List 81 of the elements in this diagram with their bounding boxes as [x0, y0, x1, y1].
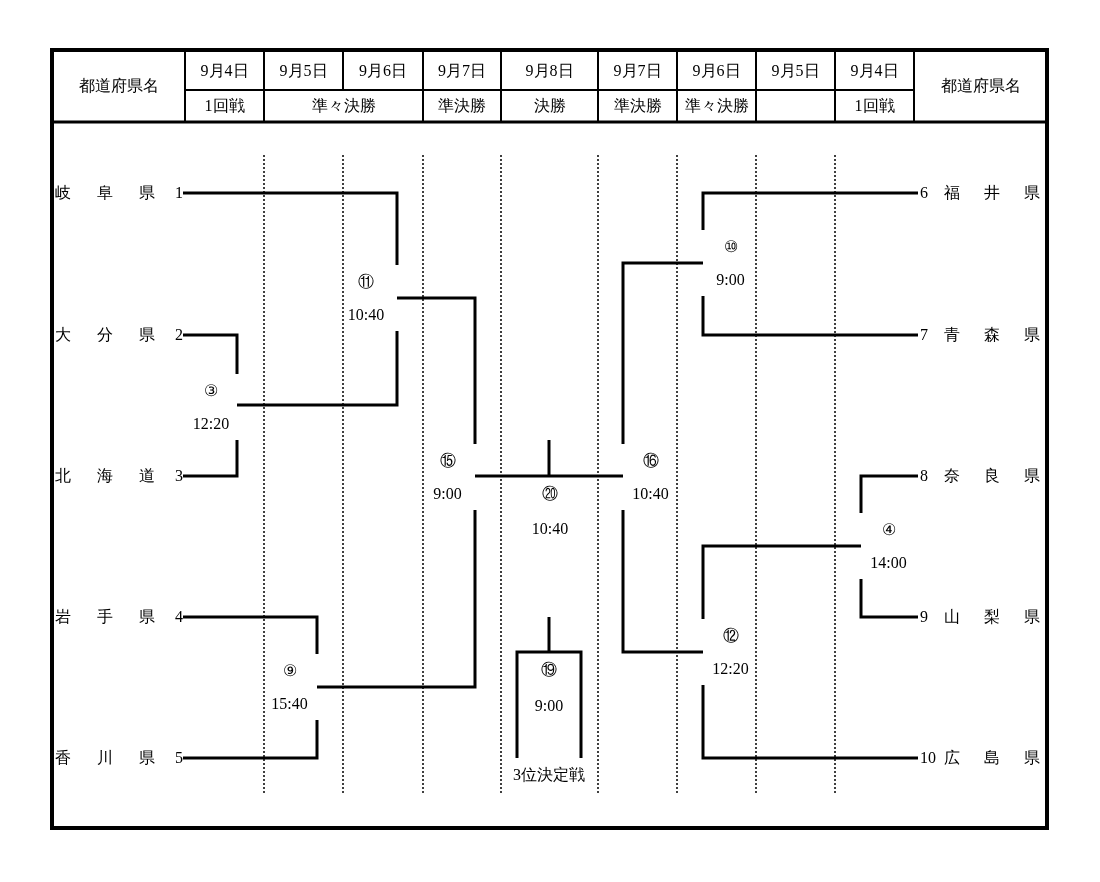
round-header: 準々決勝	[684, 95, 749, 116]
bracket-line	[859, 474, 918, 513]
bracket-line	[701, 296, 918, 337]
prefecture-name: 岩手県	[55, 606, 155, 627]
seed-number: 7	[920, 326, 929, 344]
seed-number: 9	[920, 608, 929, 626]
date-header: 9月8日	[525, 60, 574, 81]
seed-number: 6	[920, 184, 929, 202]
bracket-line	[237, 331, 399, 407]
date-header: 9月7日	[438, 60, 486, 81]
date-header: 9月6日	[359, 60, 407, 81]
bracket-line	[621, 261, 703, 444]
date-header: 9月4日	[850, 60, 899, 81]
round-header: 準決勝	[438, 95, 486, 116]
prefecture-name: 青森県	[944, 324, 1040, 345]
bracket-line	[475, 474, 551, 478]
match-number: ⑫	[722, 626, 739, 645]
date-header: 9月4日	[200, 60, 249, 81]
match-number: ⑩	[723, 237, 738, 256]
match-number: ⑨	[282, 661, 297, 680]
bracket-line	[547, 617, 551, 652]
bracket-line	[549, 650, 583, 758]
column-header: 都道府県名	[940, 75, 1021, 96]
bracket-line	[547, 474, 623, 478]
match-number: ⑯	[642, 451, 659, 470]
seed-number: 10	[920, 749, 937, 767]
bracket-line	[701, 685, 918, 760]
match-time: 10:40	[531, 519, 569, 538]
round-header: 準々決勝	[311, 95, 376, 116]
match-number: ⑳	[542, 484, 558, 503]
match-time: 12:20	[712, 659, 749, 678]
round-header: 準決勝	[613, 95, 662, 116]
match-number: ⑮	[439, 451, 456, 470]
prefecture-name: 福井県	[944, 182, 1040, 203]
seed-number: 5	[174, 749, 183, 767]
prefecture-name: 北海道	[55, 465, 155, 486]
bracket-line	[183, 191, 399, 265]
match-caption: 3位決定戦	[513, 766, 585, 784]
bracket-line	[701, 191, 918, 230]
bracket-line	[621, 510, 703, 654]
bracket-line	[397, 296, 477, 444]
prefecture-name: 広島県	[944, 747, 1040, 768]
seed-number: 4	[174, 608, 183, 626]
match-time: 10:40	[632, 484, 669, 503]
prefecture-name: 大分県	[55, 324, 155, 345]
bracket-line	[183, 720, 319, 760]
match-time: 14:00	[870, 553, 907, 572]
round-header: 決勝	[533, 95, 566, 116]
bracket-line	[317, 510, 477, 689]
bracket-line	[515, 650, 549, 758]
date-header: 9月5日	[771, 60, 820, 81]
match-number: ③	[204, 381, 218, 400]
match-number: ⑪	[358, 272, 374, 291]
seed-number: 8	[920, 467, 929, 485]
bracket-line	[183, 333, 239, 374]
round-header: 1回戦	[204, 95, 245, 116]
seed-number: 2	[174, 326, 183, 344]
bracket-line	[183, 615, 319, 654]
bracket-line	[183, 440, 239, 478]
date-header: 9月5日	[279, 60, 328, 81]
prefecture-name: 香川県	[55, 747, 155, 768]
prefecture-name: 奈良県	[944, 465, 1040, 486]
match-number: ⑲	[541, 661, 557, 679]
column-header: 都道府県名	[78, 75, 159, 96]
bracket-line	[547, 440, 551, 476]
bracket-line	[701, 544, 861, 619]
round-header: 1回戦	[854, 95, 895, 116]
prefecture-name: 山梨県	[944, 606, 1040, 627]
date-header: 9月6日	[692, 60, 741, 81]
date-header: 9月7日	[613, 60, 662, 81]
match-time: 10:40	[347, 305, 385, 324]
match-time: 9:00	[534, 697, 564, 715]
bracket-line	[859, 579, 918, 619]
seed-number: 3	[174, 467, 183, 485]
match-time: 12:20	[192, 414, 230, 433]
match-time: 9:00	[433, 484, 462, 503]
match-number: ④	[881, 520, 896, 539]
seed-number: 1	[174, 184, 183, 202]
match-time: 9:00	[716, 270, 745, 289]
match-time: 15:40	[271, 694, 308, 713]
prefecture-name: 岐阜県	[55, 182, 155, 203]
